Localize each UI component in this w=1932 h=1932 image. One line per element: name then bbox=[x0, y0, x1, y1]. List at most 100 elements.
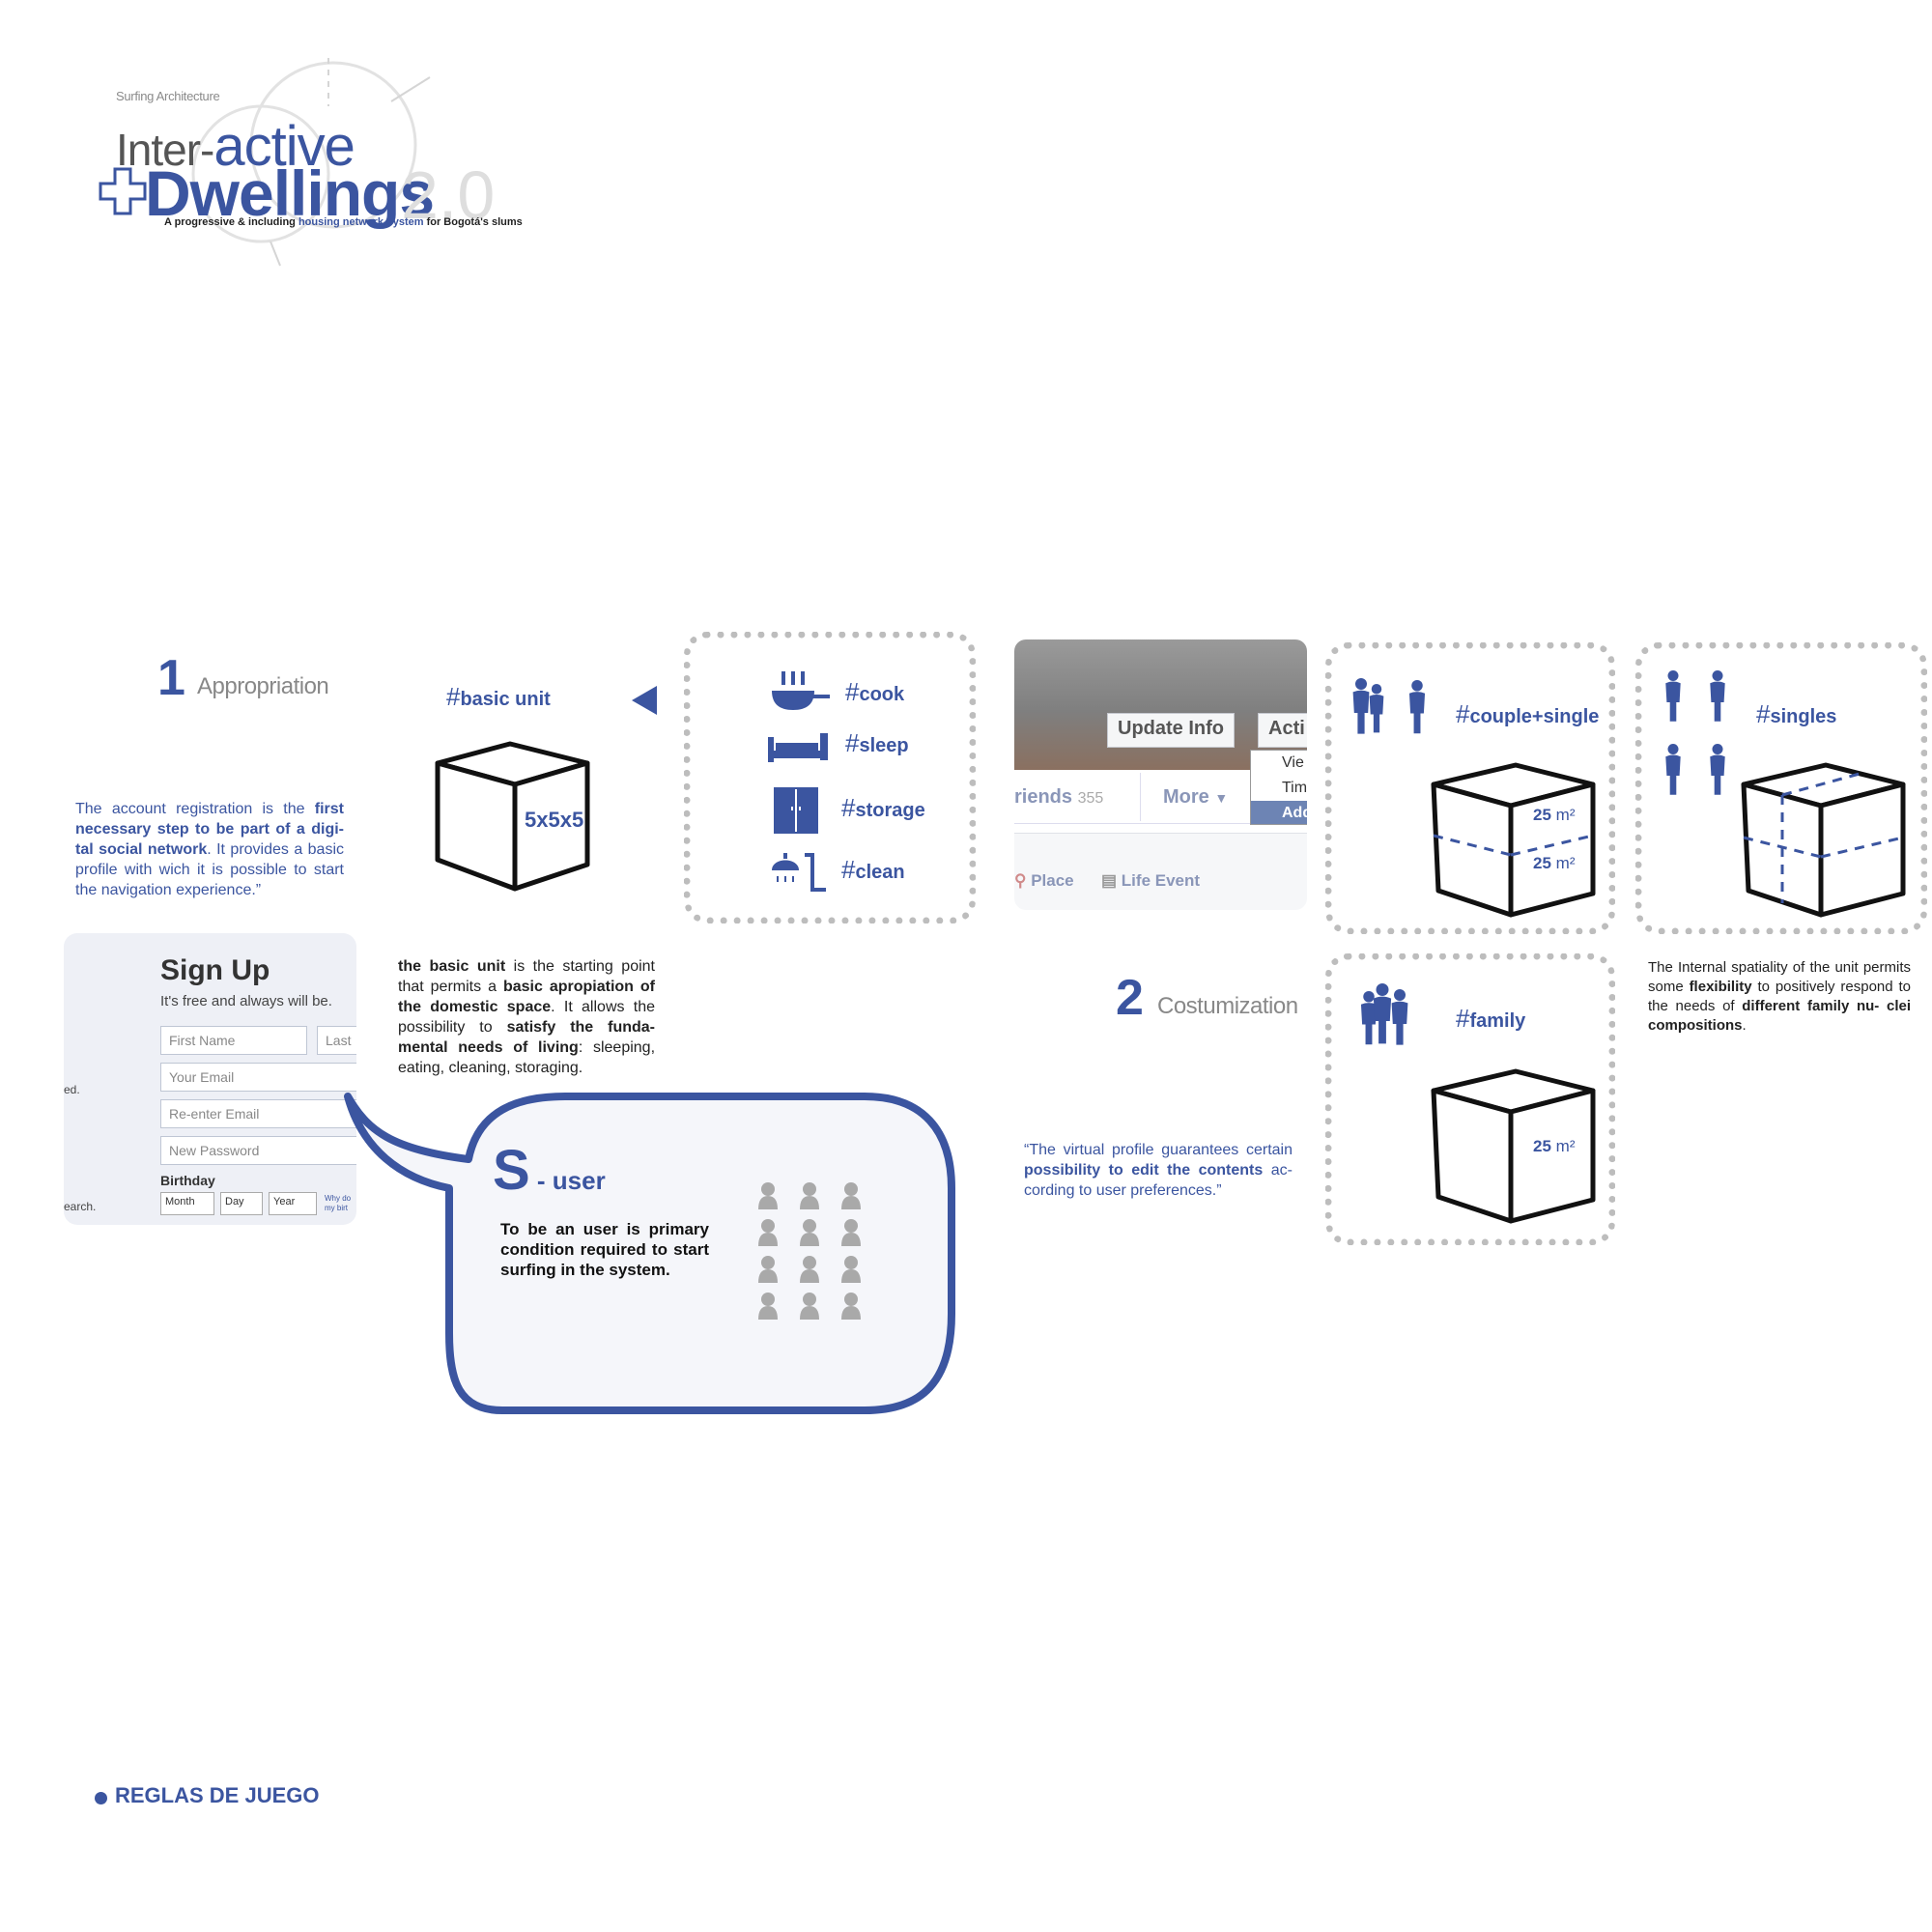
menu-item-view[interactable]: Vie bbox=[1282, 754, 1304, 771]
bullet-dot-icon bbox=[95, 1792, 107, 1805]
more-tab[interactable]: More ▼ bbox=[1163, 786, 1229, 808]
bubble-text: To be an user is primary condition requi… bbox=[500, 1220, 709, 1279]
activity-button[interactable]: Acti bbox=[1258, 713, 1307, 748]
family-area: 25 m² bbox=[1533, 1137, 1576, 1155]
birthday-label: Birthday bbox=[160, 1173, 215, 1188]
user-icon bbox=[758, 1182, 778, 1209]
basic-unit-cube bbox=[435, 741, 590, 892]
singles-box: #singles bbox=[1635, 642, 1927, 934]
person-icon bbox=[1369, 684, 1384, 733]
singles-people-icon bbox=[1665, 670, 1725, 795]
family-people-icon bbox=[1360, 983, 1408, 1045]
needs-box: #cook #sleep #storage #clean bbox=[684, 632, 976, 923]
user-icon bbox=[800, 1219, 819, 1246]
logo-title-dwellings: Dwellings bbox=[145, 157, 435, 229]
basic-unit-description: the basic unit is the starting point tha… bbox=[398, 958, 656, 1076]
basic-unit-hashtag: #basic unit bbox=[446, 682, 551, 711]
couple-people-icon bbox=[1352, 678, 1426, 734]
cook-icon bbox=[772, 671, 830, 710]
day-select[interactable]: Day bbox=[220, 1192, 263, 1215]
user-icon bbox=[800, 1182, 819, 1209]
couple-single-hashtag: #couple+single bbox=[1456, 699, 1600, 728]
plus-icon bbox=[99, 167, 147, 215]
user-icon bbox=[800, 1256, 819, 1283]
cover-photo bbox=[1014, 639, 1307, 770]
menu-item-add[interactable]: Add bbox=[1251, 801, 1307, 824]
update-info-button[interactable]: Update Info bbox=[1107, 713, 1235, 748]
couple-single-cube bbox=[1431, 762, 1596, 918]
signup-title: Sign Up bbox=[160, 954, 270, 986]
bed-icon bbox=[768, 733, 828, 762]
user-icon bbox=[841, 1293, 861, 1320]
life-event-action[interactable]: ▤ Life Event bbox=[1101, 871, 1201, 890]
person-icon bbox=[1665, 670, 1681, 722]
footer: REGLAS DE JUEGO bbox=[95, 1783, 319, 1808]
singles-hashtag: #singles bbox=[1756, 699, 1837, 728]
section1-title: Appropriation bbox=[197, 673, 329, 699]
bubble-title: S bbox=[493, 1139, 530, 1202]
email-field[interactable]: Your Email bbox=[160, 1063, 356, 1092]
profile-snippet: Update Info Acti riends 355 More ▼ Vie T… bbox=[1014, 639, 1307, 910]
person-icon bbox=[1360, 991, 1378, 1045]
month-select[interactable]: Month bbox=[160, 1192, 214, 1215]
left-fragment-2: earch. bbox=[64, 1200, 97, 1213]
family-hashtag: #family bbox=[1456, 1004, 1526, 1033]
person-icon bbox=[1710, 744, 1725, 795]
need-tag-cook: #cook bbox=[845, 677, 905, 706]
book-icon: ▤ bbox=[1101, 871, 1118, 890]
person-icon bbox=[1352, 678, 1370, 734]
person-icon bbox=[1710, 670, 1725, 722]
bubble-subtitle: - user bbox=[529, 1166, 606, 1195]
section2-number: 2 bbox=[1116, 970, 1144, 1026]
couple-single-box: #couple+single 25 m² 25 m² bbox=[1325, 642, 1615, 934]
friends-tab[interactable]: riends 355 bbox=[1014, 786, 1104, 808]
logo-version: 2.0 bbox=[401, 157, 496, 233]
first-name-field[interactable]: First Name bbox=[160, 1026, 307, 1055]
person-icon bbox=[1391, 989, 1408, 1045]
basic-unit-dims: 5x5x5 bbox=[525, 808, 584, 832]
user-icon bbox=[758, 1219, 778, 1246]
section1-number: 1 bbox=[157, 650, 185, 706]
last-name-field[interactable]: Last bbox=[317, 1026, 356, 1055]
activity-dropdown: Vie Tim Add bbox=[1250, 750, 1307, 825]
year-select[interactable]: Year bbox=[269, 1192, 317, 1215]
user-icon bbox=[841, 1182, 861, 1209]
left-fragment-1: ed. bbox=[64, 1083, 80, 1096]
user-icon bbox=[800, 1293, 819, 1320]
menu-item-timeline[interactable]: Tim bbox=[1282, 780, 1307, 796]
place-action[interactable]: ⚲ Place bbox=[1014, 871, 1074, 890]
composer-bar bbox=[1014, 833, 1307, 910]
flexibility-text: The Internal spatiality of the unit perm… bbox=[1648, 959, 1911, 1034]
user-icon bbox=[758, 1293, 778, 1320]
password-field[interactable]: New Password bbox=[160, 1136, 356, 1165]
family-cube bbox=[1431, 1068, 1596, 1224]
why-birthday-link[interactable]: Why do my birt bbox=[325, 1194, 352, 1212]
family-box: #family 25 m² bbox=[1325, 953, 1615, 1245]
logo: Surfing Architecture Inter-active Dwelli… bbox=[92, 48, 523, 270]
logo-tagline: A progressive & including housing networ… bbox=[164, 216, 523, 228]
signup-panel: Sign Up It's free and always will be. Fi… bbox=[64, 933, 356, 1225]
user-icon bbox=[841, 1219, 861, 1246]
section2-title: Costumization bbox=[1157, 993, 1298, 1019]
user-icons-grid bbox=[758, 1182, 861, 1320]
user-icon bbox=[758, 1256, 778, 1283]
footer-label: REGLAS DE JUEGO bbox=[115, 1783, 320, 1807]
singles-cube bbox=[1741, 762, 1906, 918]
section2-quote: “The virtual profile guarantees certain … bbox=[1024, 1142, 1293, 1199]
logo-title-inter: Inter- bbox=[116, 125, 214, 175]
user-icon bbox=[841, 1256, 861, 1283]
reenter-email-field[interactable]: Re-enter Email bbox=[160, 1099, 356, 1128]
need-tag-sleep: #sleep bbox=[845, 728, 909, 757]
logo-title-active: active bbox=[213, 115, 355, 178]
section1-quote: The account registration is the first ne… bbox=[75, 801, 345, 898]
pin-icon: ⚲ bbox=[1014, 871, 1027, 890]
speech-bubble-shape bbox=[344, 1093, 955, 1414]
logo-title-line1: Inter-active bbox=[116, 114, 355, 179]
person-icon bbox=[1665, 744, 1681, 795]
signup-subtitle: It's free and always will be. bbox=[160, 993, 332, 1009]
need-tag-storage: #storage bbox=[841, 793, 925, 822]
couple-area-bottom: 25 m² bbox=[1533, 854, 1576, 872]
person-icon bbox=[1408, 680, 1426, 734]
chevron-down-icon: ▼ bbox=[1214, 790, 1229, 806]
tab-divider bbox=[1140, 773, 1141, 821]
